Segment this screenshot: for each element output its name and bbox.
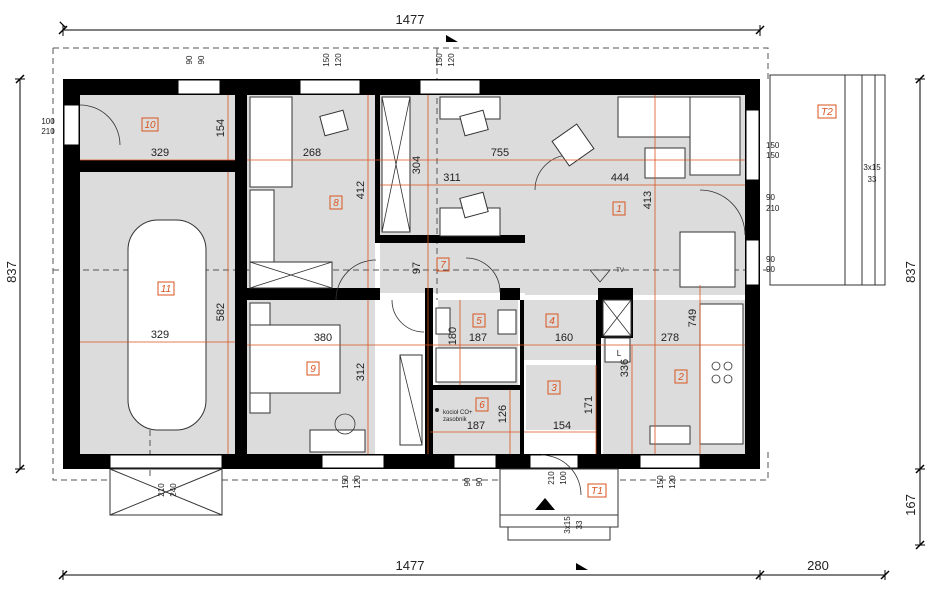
- dim-444: 444: [611, 172, 629, 184]
- right-height: 837: [903, 261, 918, 283]
- dim-171: 171: [583, 396, 595, 414]
- dim-278: 278: [661, 332, 679, 344]
- outer-walls: [63, 79, 760, 469]
- r2-b: 210: [766, 204, 780, 213]
- stairs-bottom-sub: 33: [575, 520, 584, 529]
- w-bot3-a: 150: [656, 475, 665, 489]
- right-ext: 167: [903, 494, 918, 516]
- w-top1-a: 90: [185, 55, 194, 64]
- r1-b: 150: [766, 151, 780, 160]
- dim-126: 126: [497, 405, 509, 423]
- window-gaps: [63, 79, 760, 469]
- boiler-symbol: [435, 408, 439, 412]
- dim-154a: 154: [215, 119, 227, 137]
- garage-a: 210: [157, 483, 166, 497]
- dim-304: 304: [411, 156, 423, 174]
- entry-a: 210: [547, 471, 556, 485]
- dim-154b: 154: [553, 420, 571, 432]
- bottom-width: 1477: [396, 558, 425, 573]
- w-bot1-b: 120: [353, 475, 362, 489]
- w-top1-b: 90: [197, 55, 206, 64]
- terraces: [109, 74, 886, 541]
- w-top3-a: 150: [435, 53, 444, 67]
- dimension-ticks: [15, 25, 925, 580]
- north-arrows: [446, 35, 588, 570]
- tv-label: TV: [616, 268, 624, 274]
- chairs: [319, 109, 595, 219]
- door-left-b: 210: [41, 127, 55, 136]
- room-dimensions: 329 154 268 412 304 311 755 444 413 97 3…: [151, 119, 699, 432]
- room-3-tag: 3: [551, 383, 557, 394]
- room-tags: 1 2 3 4 5 6 7 8 9 10 11 T1 T2: [141, 104, 837, 498]
- w-bot2-b: 90: [475, 477, 484, 486]
- dim-412: 412: [355, 181, 367, 199]
- boiler-label: kocioł CO+: [443, 410, 473, 416]
- r3-a: 90: [766, 255, 775, 264]
- room-6-tag: 6: [479, 400, 485, 411]
- left-height: 837: [4, 261, 19, 283]
- dim-180: 180: [447, 327, 459, 345]
- dim-749: 749: [687, 309, 699, 327]
- room-5-tag: 5: [476, 316, 482, 327]
- bottom-ext: 280: [807, 558, 829, 573]
- r2-a: 90: [766, 193, 775, 202]
- r1-a: 150: [766, 141, 780, 150]
- dim-187a: 187: [469, 332, 487, 344]
- w-bot1-a: 150: [341, 475, 350, 489]
- dim-97: 97: [411, 262, 423, 274]
- stairs-right-sub: 33: [868, 175, 877, 184]
- dim-268: 268: [303, 147, 321, 159]
- room-9-tag: 9: [310, 364, 316, 375]
- w-top3-b: 120: [447, 53, 456, 67]
- dim-413: 413: [642, 191, 654, 209]
- terrace-t1-tag: T1: [591, 486, 603, 497]
- entry-b: 100: [559, 471, 568, 485]
- overall-dimension-lines: [15, 21, 925, 580]
- w-top2-b: 120: [334, 53, 343, 67]
- fridge-label: L: [617, 349, 622, 358]
- room-7-tag: 7: [440, 260, 446, 271]
- w-top2-a: 150: [322, 53, 331, 67]
- stairs-bottom: 3x15: [563, 516, 572, 534]
- dim-380: 380: [314, 332, 332, 344]
- furniture-details: [79, 96, 746, 496]
- garage-b: 240: [169, 483, 178, 497]
- dim-336: 336: [619, 359, 631, 377]
- dim-755: 755: [491, 147, 509, 159]
- dim-187b: 187: [467, 420, 485, 432]
- dim-311: 311: [443, 172, 461, 184]
- r3-b: 90: [766, 265, 775, 274]
- w-bot2-a: 90: [463, 477, 472, 486]
- room-11-tag: 11: [161, 284, 171, 295]
- room-4-tag: 4: [549, 316, 555, 327]
- room-dimension-lines: [80, 95, 745, 454]
- top-width: 1477: [396, 12, 425, 27]
- interior-walls: [80, 95, 633, 454]
- dim-312: 312: [355, 363, 367, 381]
- tank-label: zasobnik: [443, 417, 468, 423]
- dim-160: 160: [555, 332, 573, 344]
- door-left-a: 100: [41, 117, 55, 126]
- stairs-right: 3x15: [863, 163, 881, 172]
- dim-582: 582: [215, 303, 227, 321]
- dim-329b: 329: [151, 329, 169, 341]
- w-bot3-b: 120: [668, 475, 677, 489]
- room-1-tag: 1: [616, 204, 622, 215]
- room-2-tag: 2: [677, 372, 684, 383]
- terrace-t2-tag: T2: [821, 107, 833, 118]
- dim-329a: 329: [151, 147, 169, 159]
- room-10-tag: 10: [144, 120, 156, 131]
- room-8-tag: 8: [333, 198, 339, 209]
- opening-labels: 90 90 150 120 150 120 150 120 90 90 150 …: [41, 53, 780, 497]
